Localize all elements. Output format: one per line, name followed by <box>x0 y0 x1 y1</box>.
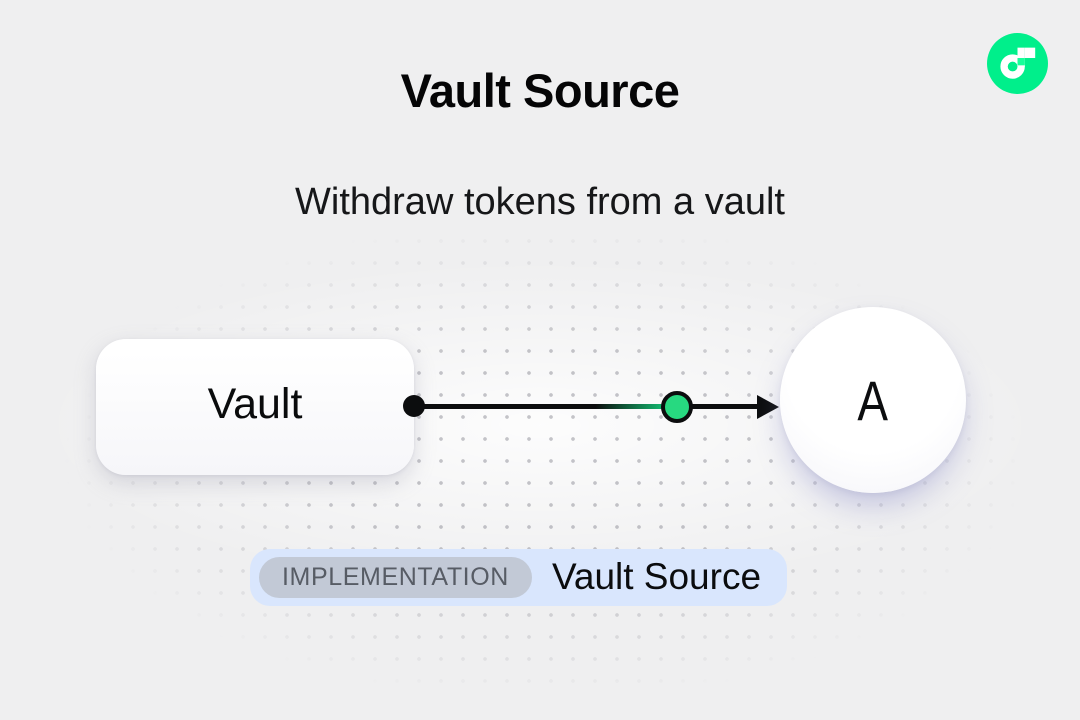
edge-green-gradient <box>596 404 662 409</box>
account-node: A <box>780 307 966 493</box>
vault-node: Vault <box>96 339 414 475</box>
token-node-icon <box>661 391 693 423</box>
account-node-label: A <box>857 368 889 432</box>
edge-start-dot-icon <box>403 395 425 417</box>
arrowhead-icon <box>757 395 779 419</box>
vault-node-label: Vault <box>207 379 303 428</box>
implementation-badge: IMPLEMENTATION Vault Source <box>250 549 788 606</box>
implementation-tag-pill: IMPLEMENTATION <box>259 557 532 598</box>
edge-line <box>414 404 758 409</box>
implementation-badge-label: Vault Source <box>551 555 762 597</box>
flow-logo-icon <box>987 33 1048 94</box>
page-title: Vault Source <box>400 64 680 117</box>
page-subtitle: Withdraw tokens from a vault <box>295 181 785 223</box>
